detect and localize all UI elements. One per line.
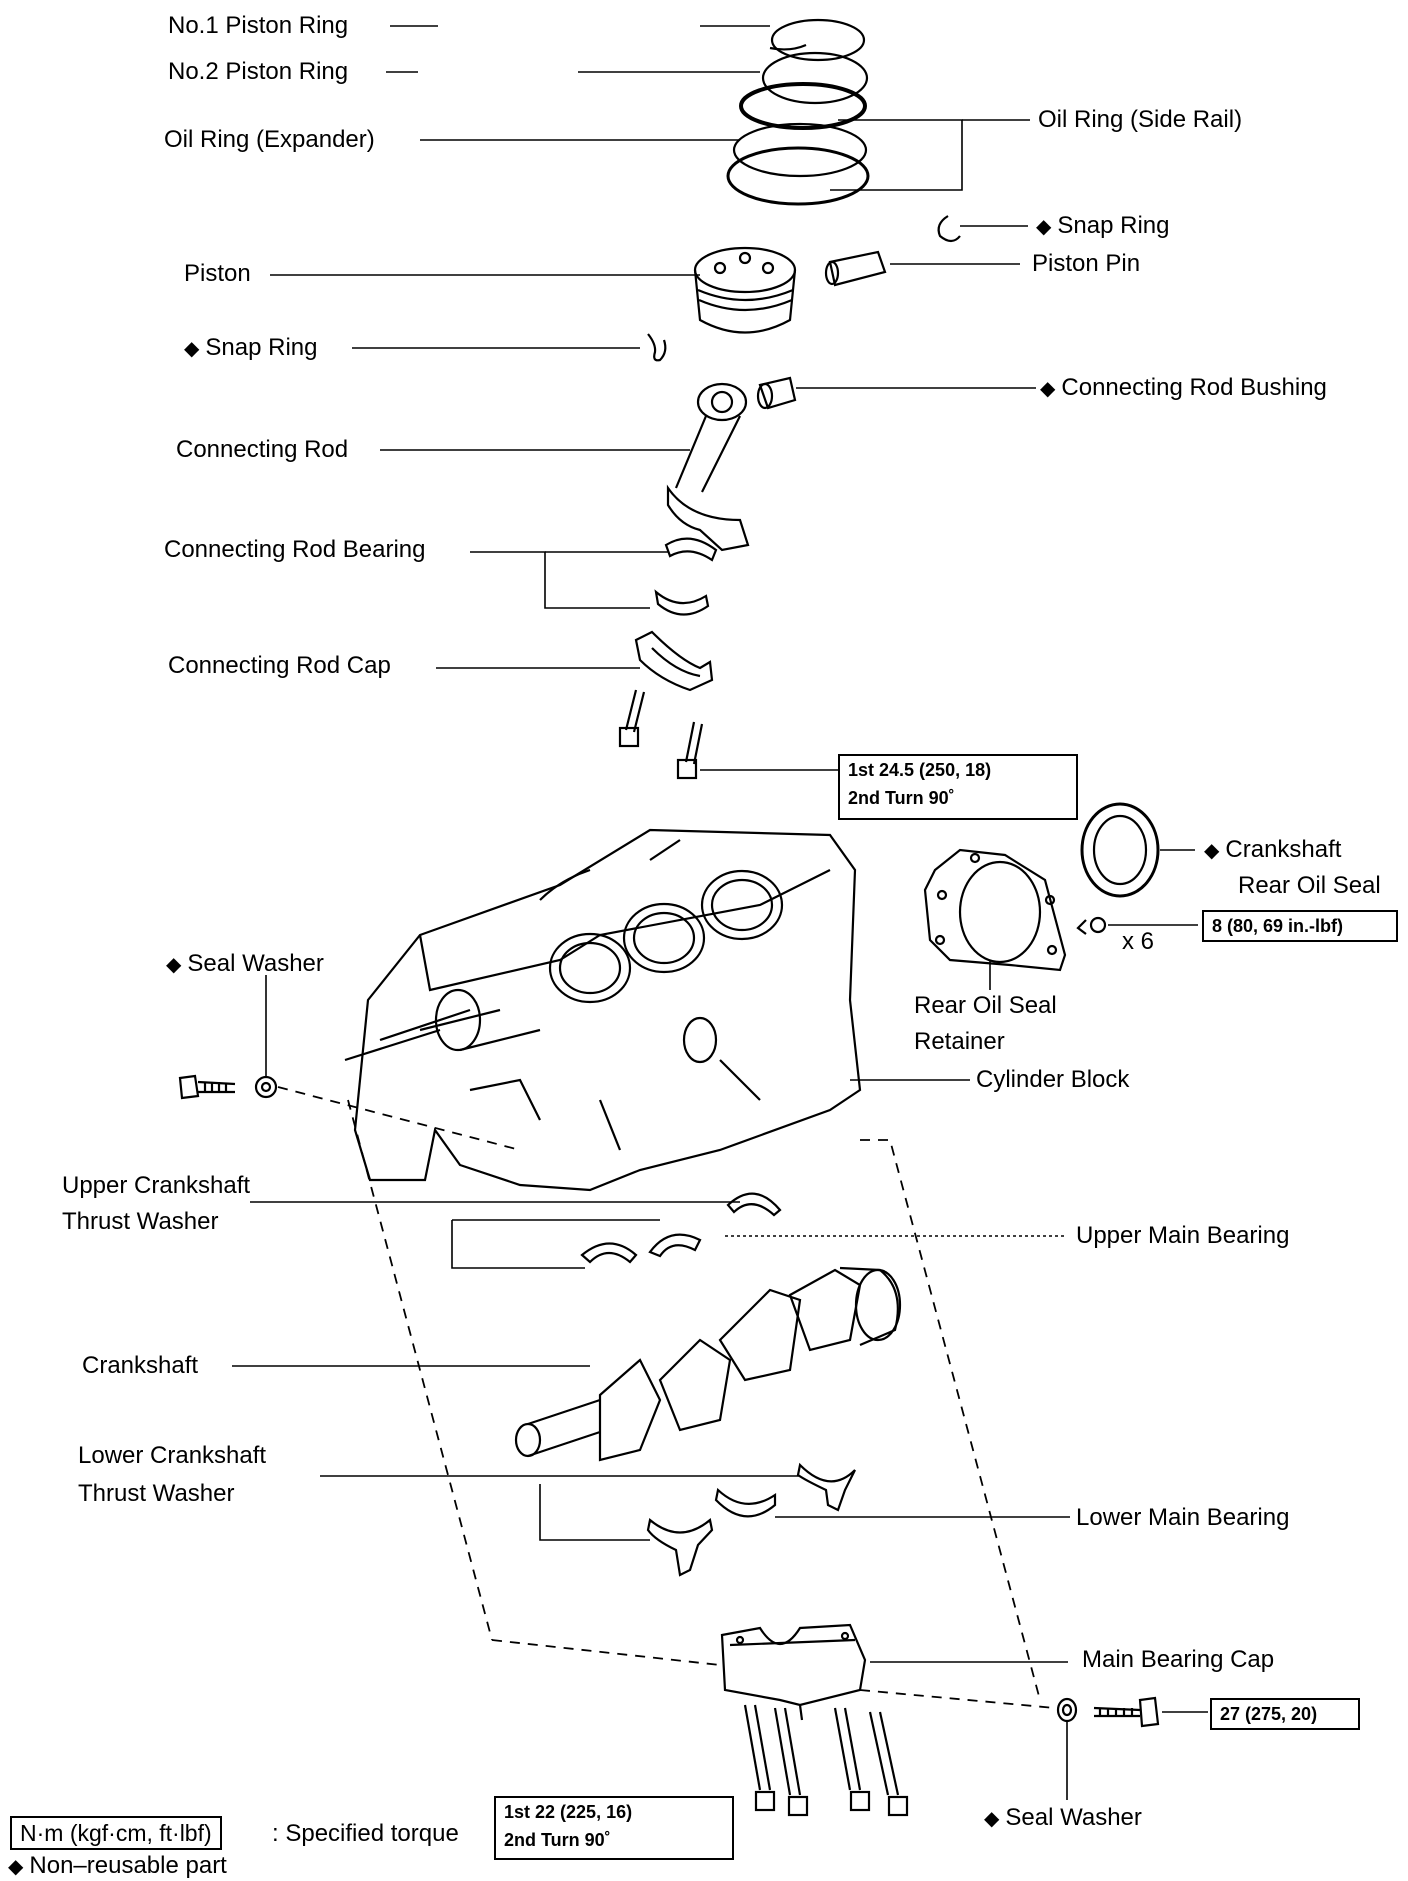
- label-connecting-rod-bushing: ◆Connecting Rod Bushing: [1040, 374, 1327, 401]
- leader-lines: [232, 25, 1208, 1800]
- label-piston-pin: Piston Pin: [1032, 250, 1141, 277]
- lower-thrust-washer-2-drawing: [796, 1462, 856, 1512]
- label-main-bearing-cap: Main Bearing Cap: [1082, 1646, 1275, 1673]
- label-lower-thrust-washer: Lower Crankshaft: [78, 1442, 267, 1469]
- label-no2-piston-ring: No.2 Piston Ring: [168, 58, 349, 85]
- piston-pin-drawing: [824, 250, 887, 287]
- nonreusable-diamond-icon: ◆: [8, 1856, 24, 1878]
- nonreusable-diamond-icon: ◆: [166, 954, 182, 976]
- upper-thrust-washer-drawing: [726, 1192, 782, 1217]
- label-cylinder-block: Cylinder Block: [976, 1066, 1130, 1093]
- label-upper-thrust-washer-line2: Thrust Washer: [62, 1208, 219, 1235]
- crankshaft-rear-oil-seal-drawing: [1080, 802, 1160, 898]
- upper-main-bearing-2-drawing: [648, 1233, 702, 1258]
- nonreusable-diamond-icon: ◆: [184, 338, 200, 360]
- label-connecting-rod: Connecting Rod: [176, 436, 349, 463]
- nonreusable-diamond-icon: ◆: [1036, 216, 1052, 238]
- label-upper-thrust-washer: Upper Crankshaft: [62, 1172, 251, 1199]
- side-bolt-upper-drawing: [178, 1074, 236, 1100]
- torque-box-rod-cap: 1st 24.5 (250, 18) 2nd Turn 90˚: [838, 754, 1078, 820]
- label-bolt-count: x 6: [1122, 928, 1155, 955]
- cylinder-block-drawing: [344, 828, 862, 1192]
- main-cap-bolts-drawing: [743, 1704, 909, 1817]
- label-connecting-rod-cap: Connecting Rod Cap: [168, 652, 391, 679]
- label-snap-ring-lower: ◆Snap Ring: [184, 334, 318, 361]
- upper-main-bearing-drawing: [580, 1242, 638, 1264]
- label-rear-oil-seal-retainer-line2: Retainer: [914, 1028, 1005, 1055]
- crankshaft-drawing: [514, 1266, 902, 1462]
- lower-main-bearing-drawing: [714, 1487, 777, 1518]
- label-rear-oil-seal-retainer: Rear Oil Seal: [914, 992, 1057, 1019]
- alignment-dashes: [277, 1086, 1056, 1709]
- main-bearing-cap-drawing: [720, 1623, 867, 1721]
- piston-drawing: [693, 246, 797, 334]
- retainer-bolt-drawing: [1076, 916, 1107, 935]
- snap-ring-upper-drawing: [937, 215, 961, 243]
- label-crankshaft-rear-oil-seal: ◆Crankshaft: [1204, 836, 1342, 863]
- lower-thrust-washer-drawing: [646, 1517, 714, 1577]
- nonreusable-diamond-icon: ◆: [1040, 378, 1056, 400]
- label-piston: Piston: [184, 260, 251, 287]
- torque-box-main-cap: 1st 22 (225, 16) 2nd Turn 90˚: [494, 1796, 734, 1860]
- label-upper-main-bearing: Upper Main Bearing: [1076, 1222, 1290, 1249]
- label-oil-ring-expander: Oil Ring (Expander): [164, 126, 375, 153]
- rod-bearing-upper-drawing: [664, 537, 718, 562]
- seal-washer-lower-drawing: [1056, 1697, 1078, 1723]
- legend-unit-text: : Specified torque: [272, 1820, 459, 1847]
- label-no1-piston-ring: No.1 Piston Ring: [168, 12, 349, 39]
- label-crankshaft: Crankshaft: [82, 1352, 199, 1379]
- side-bolt-lower-drawing: [1093, 1696, 1160, 1728]
- torque-main-cap-2nd: 2nd Turn 90˚: [504, 1830, 611, 1850]
- label-seal-washer-upper: ◆Seal Washer: [166, 950, 324, 977]
- torque-rod-cap-1st: 1st 24.5 (250, 18): [848, 760, 992, 780]
- piston-rings-drawing: [726, 18, 870, 206]
- label-seal-washer-lower: ◆Seal Washer: [984, 1804, 1142, 1831]
- torque-main-cap-1st: 1st 22 (225, 16): [504, 1802, 633, 1822]
- connecting-rod-drawing: [666, 382, 750, 552]
- label-snap-ring-upper: ◆Snap Ring: [1036, 212, 1170, 239]
- connecting-rod-cap-drawing: [634, 630, 714, 692]
- label-connecting-rod-bearing: Connecting Rod Bearing: [164, 536, 426, 563]
- label-oil-ring-side-rail: Oil Ring (Side Rail): [1038, 106, 1243, 133]
- label-crankshaft-rear-oil-seal-line2: Rear Oil Seal: [1238, 872, 1381, 899]
- torque-box-side-bolt: 27 (275, 20): [1210, 1698, 1360, 1730]
- seal-washer-upper-drawing: [254, 1075, 278, 1099]
- rear-oil-seal-retainer-drawing: [923, 848, 1067, 972]
- torque-box-retainer: 8 (80, 69 in.-lbf): [1202, 910, 1398, 942]
- connecting-rod-bushing-drawing: [756, 376, 797, 410]
- label-lower-thrust-washer-line2: Thrust Washer: [78, 1480, 235, 1507]
- nonreusable-diamond-icon: ◆: [984, 1808, 1000, 1830]
- legend-unit-box: N·m (kgf·cm, ft·lbf): [10, 1816, 222, 1850]
- rod-bearing-lower-drawing: [654, 589, 710, 616]
- snap-ring-lower-drawing: [647, 333, 667, 362]
- torque-rod-cap-2nd: 2nd Turn 90˚: [848, 788, 955, 808]
- legend-nonreusable: ◆Non–reusable part: [8, 1852, 227, 1879]
- nonreusable-diamond-icon: ◆: [1204, 840, 1220, 862]
- label-lower-main-bearing: Lower Main Bearing: [1076, 1504, 1290, 1531]
- rod-bolts-drawing: [618, 689, 704, 780]
